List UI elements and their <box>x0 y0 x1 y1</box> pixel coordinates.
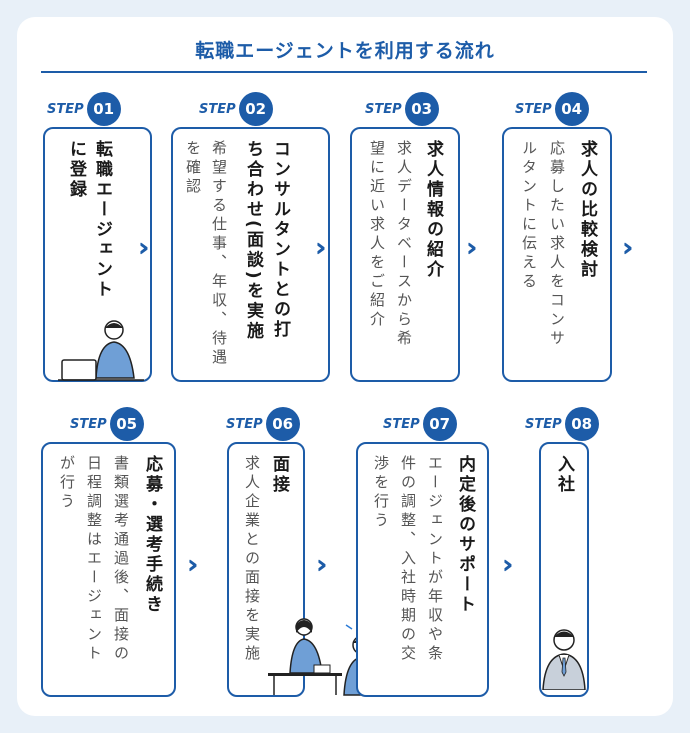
step-card-03 <box>350 127 460 382</box>
step-word: STEP <box>70 416 107 432</box>
arrow-right-icon: ›› <box>316 550 332 580</box>
step-card-05 <box>41 442 176 697</box>
step-number: 06 <box>265 407 300 441</box>
step-label-06: STEP 06 <box>226 407 300 441</box>
step-title-line: に登録 <box>66 140 86 200</box>
step-desc-line: ルタントに伝える <box>520 140 538 292</box>
arrow-right-icon: ›› <box>315 233 331 263</box>
arrow-right-icon: ›› <box>138 233 154 263</box>
step-label-03: STEP 03 <box>365 92 439 126</box>
step-desc-line: 希望する仕事、年収、待遇 <box>210 140 228 368</box>
step-label-01: STEP 01 <box>47 92 121 126</box>
arrow-right-icon: ›› <box>187 550 203 580</box>
step-word: STEP <box>199 101 236 117</box>
step-number: 08 <box>564 407 599 441</box>
step-desc-line: 書類選考通過後、面接の <box>112 455 130 664</box>
step-desc-line: 応募したい求人をコンサ <box>548 140 566 349</box>
step-title-line: ち合わせ(面談)を実施 <box>243 140 263 342</box>
step-title-line: 転職エージェント <box>92 140 112 300</box>
step-title-line: 求人の比較検討 <box>577 140 597 280</box>
step-word: STEP <box>383 416 420 432</box>
step-number: 02 <box>238 92 273 126</box>
step-card-04 <box>502 127 612 382</box>
step-number: 03 <box>404 92 439 126</box>
step-number: 01 <box>86 92 121 126</box>
step-title-line: 面接 <box>269 455 289 495</box>
step-word: STEP <box>525 416 562 432</box>
step-desc-line: エージェントが年収や条 <box>426 455 444 664</box>
step-card-07 <box>356 442 489 697</box>
step-desc-line: 件の調整、入社時期の交 <box>399 455 417 664</box>
step-title-line: 求人情報の紹介 <box>423 140 443 280</box>
title-divider <box>41 71 647 73</box>
step-card-01 <box>43 127 152 382</box>
step-label-08: STEP 08 <box>525 407 599 441</box>
step-desc-line: 望に近い求人をご紹介 <box>368 140 386 330</box>
step-label-04: STEP 04 <box>515 92 589 126</box>
step-number: 05 <box>109 407 144 441</box>
step-number: 07 <box>422 407 457 441</box>
arrow-right-icon: ›› <box>502 550 518 580</box>
step-desc-line: 求人データベースから希 <box>395 140 413 349</box>
step-label-02: STEP 02 <box>199 92 273 126</box>
step-desc-line: 日程調整はエージェント <box>85 455 103 664</box>
step-title-line: 応募・選考手続き <box>142 455 162 615</box>
step-desc-line: 求人企業との面接を実施 <box>243 455 261 664</box>
step-number: 04 <box>554 92 589 126</box>
person-laptop-icon <box>58 320 144 381</box>
step-title-line: コンサルタントとの打 <box>270 140 290 340</box>
step-word: STEP <box>47 101 84 117</box>
step-word: STEP <box>226 416 263 432</box>
page-title: 転職エージェントを利用する流れ <box>195 40 495 62</box>
step-desc-line: が行う <box>58 455 76 512</box>
step-desc-line: 渉を行う <box>372 455 390 531</box>
arrow-right-icon: ›› <box>466 233 482 263</box>
businessman-icon <box>542 629 586 690</box>
arrow-right-icon: ›› <box>622 233 638 263</box>
step-title-line: 内定後のサポート <box>455 455 475 615</box>
step-label-07: STEP 07 <box>383 407 457 441</box>
step-label-05: STEP 05 <box>70 407 144 441</box>
step-word: STEP <box>365 101 402 117</box>
step-card-02 <box>171 127 330 382</box>
step-title-line: 入社 <box>554 455 574 495</box>
step-desc-line: を確認 <box>184 140 202 197</box>
step-word: STEP <box>515 101 552 117</box>
